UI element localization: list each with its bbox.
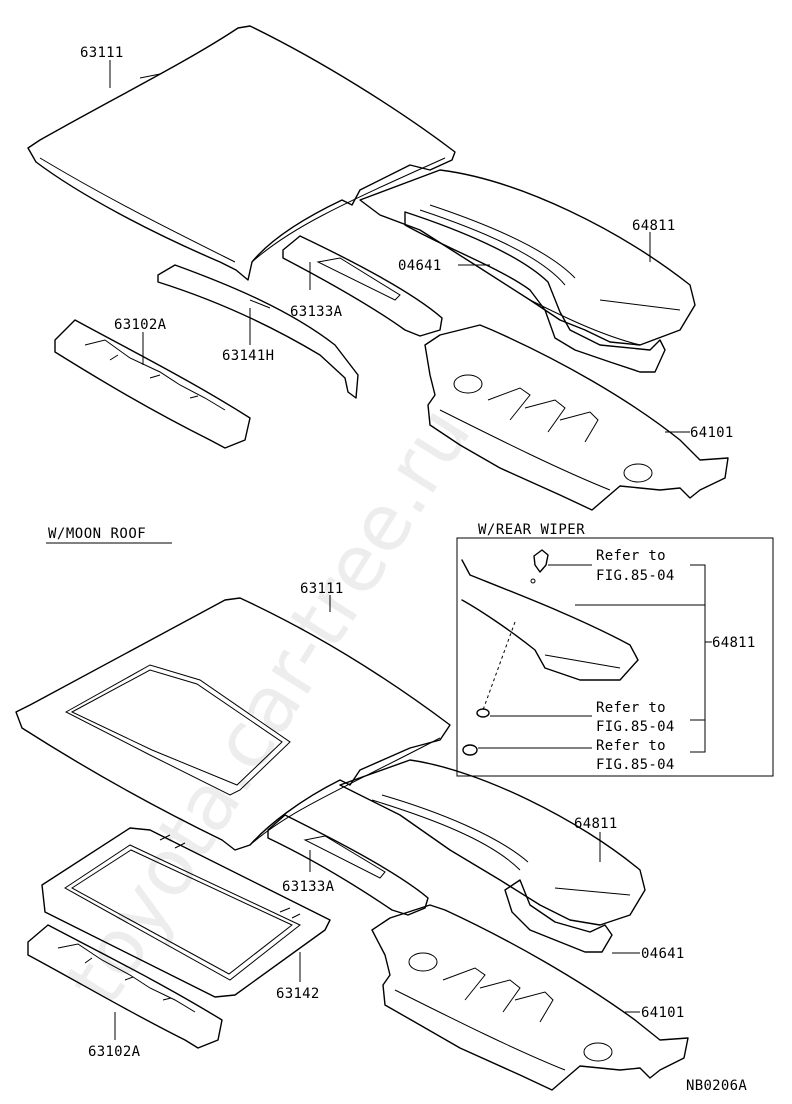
roof-rail-63141h-top xyxy=(157,264,359,399)
sunroof-reinforcement-63142 xyxy=(41,827,331,998)
label-bottom-rear-panel-upper: 64811 xyxy=(574,816,618,832)
roof-rail-63133a-top xyxy=(282,235,443,337)
label-refer-3-line2: FIG.85-04 xyxy=(596,757,675,773)
moon-roof-header: W/MOON ROOF xyxy=(46,526,172,544)
roof-panel-top xyxy=(27,25,456,281)
front-rail-63102a-top xyxy=(54,319,251,449)
rear-wiper-frame xyxy=(456,537,774,777)
diagram-code: NB0206A xyxy=(686,1078,747,1094)
label-top-rail-63141h: 63141H xyxy=(222,348,274,364)
rear-wiper-panel xyxy=(461,559,639,681)
wiper-pivot-icon xyxy=(533,549,549,573)
label-bottom-weatherstrip: 04641 xyxy=(641,946,685,962)
moon-roof-title: W/MOON ROOF xyxy=(48,526,146,542)
rear-wiper-box: W/REAR WIPER xyxy=(456,522,774,777)
label-bottom-rear-panel-lower: 64101 xyxy=(641,1005,685,1021)
label-top-weatherstrip: 04641 xyxy=(398,258,442,274)
label-refer-2-line2: FIG.85-04 xyxy=(596,719,675,735)
label-refer-2-line1: Refer to xyxy=(596,700,666,716)
label-bottom-roof: 63111 xyxy=(300,581,344,597)
label-top-rail-63133a: 63133A xyxy=(290,304,343,320)
rear-wiper-title: W/REAR WIPER xyxy=(478,522,585,538)
weatherstrip-top xyxy=(404,204,666,373)
label-refer-3-line1: Refer to xyxy=(596,738,666,754)
grommet-upper-icon xyxy=(476,708,490,718)
label-top-roof: 63111 xyxy=(80,45,124,61)
front-rail-63102a-bottom xyxy=(27,924,223,1049)
leader-lines xyxy=(109,60,690,1040)
rear-lower-panel-top xyxy=(424,324,729,511)
roof-panel-moonroof xyxy=(15,597,451,851)
label-wiper-panel: 64811 xyxy=(712,635,756,651)
label-top-rail-63102a: 63102A xyxy=(114,317,167,333)
label-bottom-reinforcement: 63142 xyxy=(276,986,320,1002)
grommet-lower-icon xyxy=(462,744,478,756)
label-bottom-rail-63102a: 63102A xyxy=(88,1044,141,1060)
label-top-rear-panel-lower: 64101 xyxy=(690,425,734,441)
weatherstrip-bottom xyxy=(504,879,613,953)
rear-lower-panel-bottom xyxy=(371,904,689,1091)
rear-upper-panel-bottom xyxy=(339,759,646,926)
roof-rail-63133a-bottom xyxy=(267,814,429,916)
label-refer-1-line2: FIG.85-04 xyxy=(596,568,675,584)
label-refer-1-line1: Refer to xyxy=(596,548,666,564)
label-bottom-rail-63133a: 63133A xyxy=(282,879,335,895)
label-top-rear-panel-upper: 64811 xyxy=(632,218,676,234)
rear-upper-panel-top xyxy=(359,169,696,346)
